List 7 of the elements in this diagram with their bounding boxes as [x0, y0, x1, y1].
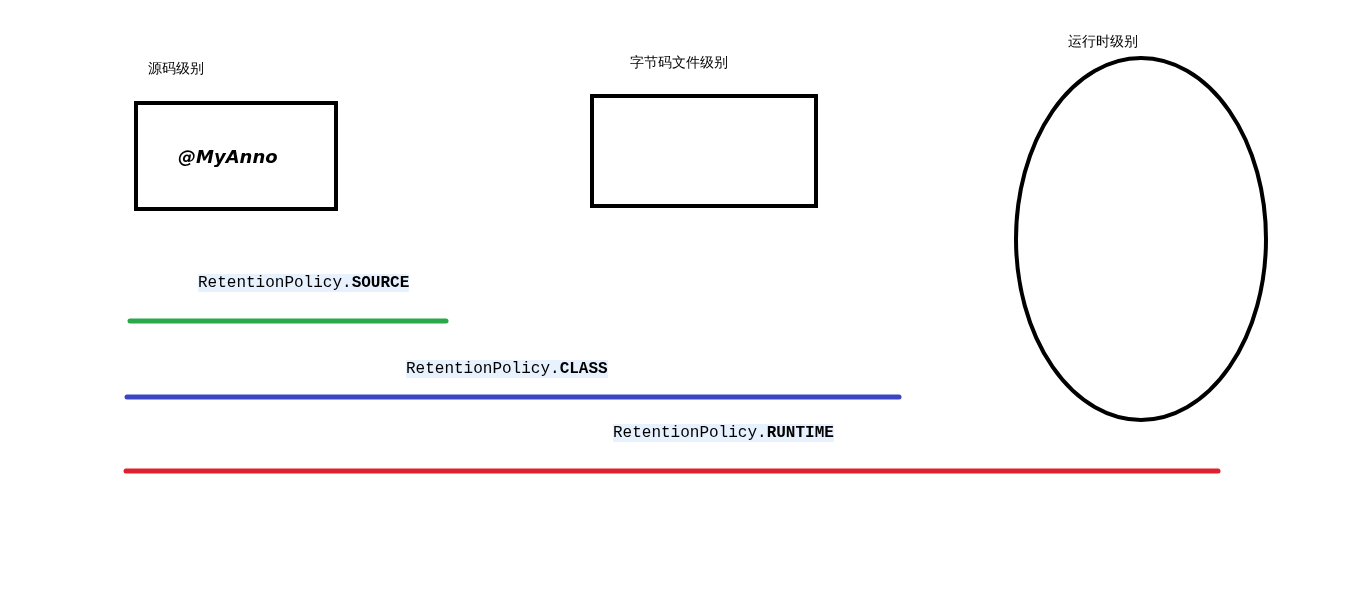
retention-label: RetentionPolicy.CLASS	[406, 360, 608, 378]
retention-label: RetentionPolicy.RUNTIME	[613, 424, 834, 442]
level-heading: 运行时级别	[1068, 33, 1138, 51]
level-heading: 源码级别	[148, 60, 204, 78]
annotation-text: @MyAnno	[178, 145, 278, 167]
level-heading: 字节码文件级别	[630, 54, 728, 72]
retention-label: RetentionPolicy.SOURCE	[198, 274, 410, 292]
